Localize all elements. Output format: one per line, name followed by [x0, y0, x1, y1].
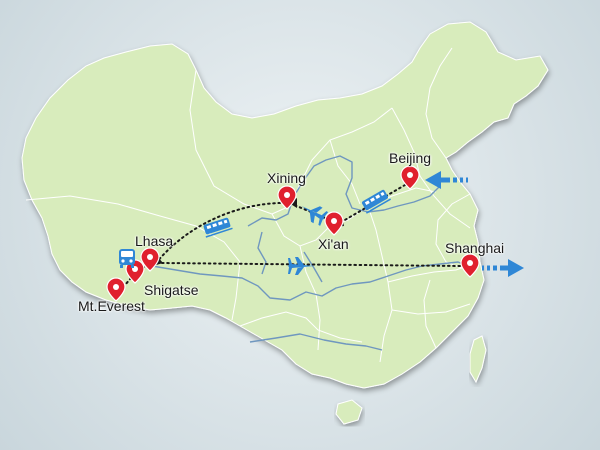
- label-lhasa: Lhasa: [135, 233, 174, 249]
- label-xian: Xi'an: [318, 236, 349, 252]
- plane-icon: [301, 206, 329, 226]
- pin-beijing: [400, 165, 420, 190]
- taiwan-island: [469, 335, 487, 384]
- pin-lhasa: [140, 247, 160, 272]
- transport-icons: [119, 171, 524, 277]
- pin-everest: [106, 277, 126, 302]
- label-beijing: Beijing: [389, 150, 432, 166]
- arrow-in-icon: [425, 171, 468, 189]
- pin-xining: [277, 185, 297, 210]
- city-pins: [106, 165, 480, 302]
- bus-icon: [119, 249, 135, 268]
- arrow-out-icon: [482, 259, 524, 277]
- pin-xian: [324, 211, 344, 236]
- label-shigatse: Shigatse: [144, 282, 199, 298]
- hainan-island: [335, 399, 363, 425]
- label-xining: Xining: [267, 170, 306, 186]
- plane-icon: [288, 257, 314, 275]
- train-icon: [361, 189, 391, 214]
- label-shanghai: Shanghai: [445, 240, 505, 256]
- train-icon: [203, 217, 233, 238]
- pin-shanghai: [460, 253, 480, 278]
- label-everest: Mt.Everest: [78, 298, 145, 314]
